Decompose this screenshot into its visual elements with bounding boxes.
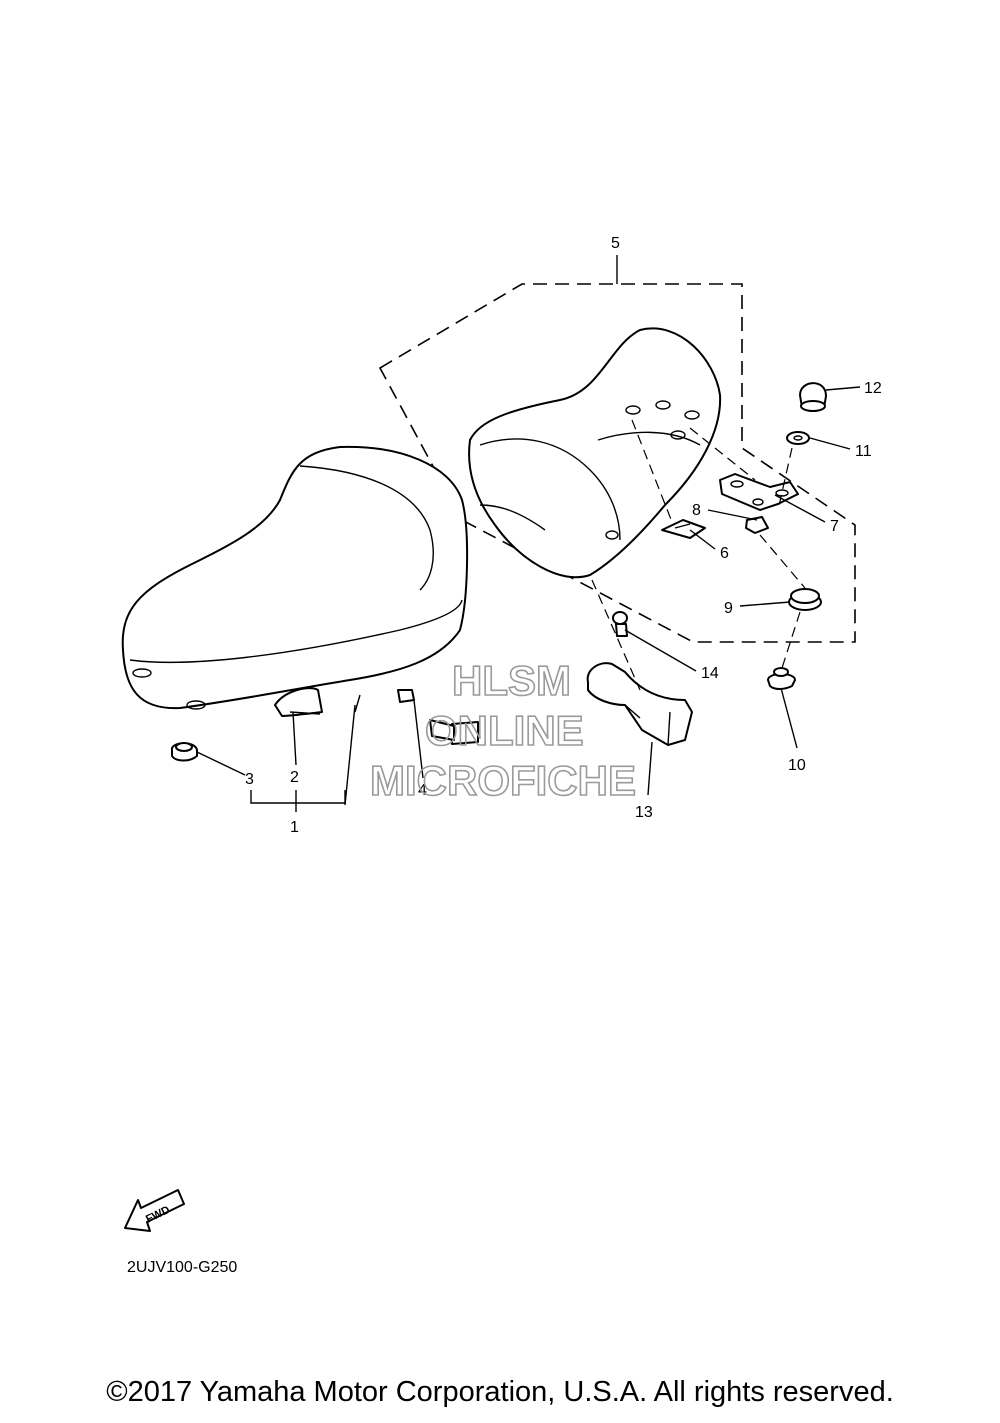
damper <box>171 742 198 762</box>
collar <box>767 667 796 690</box>
bolt <box>397 689 479 745</box>
callout-3: 3 <box>245 771 254 788</box>
small-bolt <box>612 611 628 637</box>
nut-plate <box>661 519 706 539</box>
callout-4: 4 <box>418 782 427 799</box>
cap-nut <box>799 382 827 412</box>
seat-latch <box>586 662 693 746</box>
callout-5: 5 <box>611 235 620 252</box>
seat-bracket <box>719 473 799 511</box>
callout-7: 7 <box>830 518 839 535</box>
watermark-line-3: MICROFICHE <box>370 757 636 804</box>
callout-9: 9 <box>724 600 733 617</box>
passenger-seat <box>468 327 722 579</box>
copyright-notice: ©2017 Yamaha Motor Corporation, U.S.A. A… <box>106 1376 894 1408</box>
callout-10: 10 <box>788 757 806 774</box>
nut-8 <box>745 516 769 534</box>
watermark-line-1: HLSM <box>452 657 571 704</box>
fwd-arrow-icon: FWD <box>124 1189 185 1232</box>
callout-11: 11 <box>855 443 872 460</box>
rider-seat <box>121 445 469 806</box>
callout-13: 13 <box>635 804 653 821</box>
washer <box>786 431 810 445</box>
callout-14: 14 <box>701 665 719 682</box>
callout-6: 6 <box>720 545 729 562</box>
grommet <box>788 588 822 611</box>
callout-8: 8 <box>692 502 701 519</box>
diagram-code: 2UJV100-G250 <box>127 1259 237 1276</box>
assembly-5-boundary <box>378 283 856 643</box>
callout-12: 12 <box>864 380 882 397</box>
callout-1: 1 <box>290 819 299 836</box>
seat-label <box>274 687 323 717</box>
watermark-line-2: ONLINE <box>425 707 584 754</box>
callout-2: 2 <box>290 769 299 786</box>
